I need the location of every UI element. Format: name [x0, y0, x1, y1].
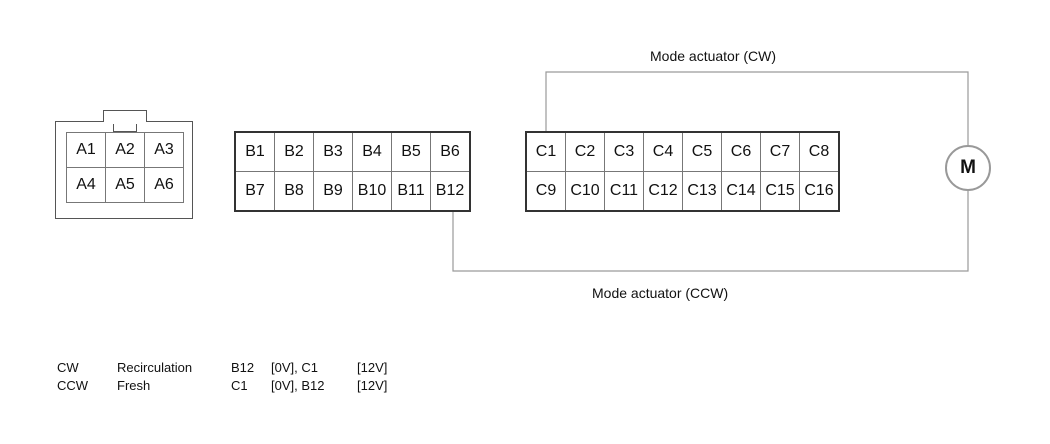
legend-mode: Recirculation: [117, 360, 193, 375]
ccw-wire: [452, 191, 969, 272]
connector-c: C1 C2 C3 C4 C5 C6 C7 C8 C9 C10 C11 C12 C…: [525, 131, 840, 212]
pin-c5: C5: [682, 131, 722, 172]
pin-c7: C7: [760, 131, 800, 172]
legend-voltage-2: [12V]: [357, 378, 388, 393]
pin-b11: B11: [391, 171, 431, 212]
pin-a6: A6: [144, 167, 184, 203]
pin-b6: B6: [430, 131, 471, 172]
pin-b3: B3: [313, 131, 353, 172]
legend-pin: C1: [231, 378, 248, 393]
pin-c9: C9: [525, 171, 566, 212]
pin-c6: C6: [721, 131, 761, 172]
pin-c8: C8: [799, 131, 840, 172]
legend-voltage-1: [0V], C1: [271, 360, 318, 375]
legend-voltage-2: [12V]: [357, 360, 388, 375]
pin-b4: B4: [352, 131, 392, 172]
connector-a-latch: [103, 110, 147, 122]
cw-label: Mode actuator (CW): [650, 48, 777, 64]
legend-direction: CCW: [57, 378, 89, 393]
pin-b10: B10: [352, 171, 392, 212]
pin-b8: B8: [274, 171, 314, 212]
pin-c11: C11: [604, 171, 644, 212]
pin-b12: B12: [430, 171, 471, 212]
pin-c15: C15: [760, 171, 800, 212]
connector-a-pins: A1 A2 A3 A4 A5 A6: [66, 132, 184, 203]
pin-c1: C1: [525, 131, 566, 172]
pin-c16: C16: [799, 171, 840, 212]
pin-c3: C3: [604, 131, 644, 172]
pin-c4: C4: [643, 131, 683, 172]
pin-c10: C10: [565, 171, 605, 212]
pin-b1: B1: [234, 131, 275, 172]
motor-symbol: M: [945, 145, 991, 191]
pin-a5: A5: [105, 167, 145, 203]
connector-a: A1 A2 A3 A4 A5 A6: [55, 110, 193, 219]
pin-b5: B5: [391, 131, 431, 172]
cw-wire: [545, 71, 969, 145]
pin-c2: C2: [565, 131, 605, 172]
pin-c14: C14: [721, 171, 761, 212]
connector-b: B1 B2 B3 B4 B5 B6 B7 B8 B9 B10 B11 B12: [234, 131, 471, 212]
legend-mode: Fresh: [117, 378, 151, 393]
connector-a-key: [113, 124, 137, 132]
ccw-label: Mode actuator (CCW): [592, 285, 729, 301]
pin-b7: B7: [234, 171, 275, 212]
legend-pin: B12: [231, 360, 255, 375]
pin-b2: B2: [274, 131, 314, 172]
legend-direction: CW: [57, 360, 79, 375]
pin-a1: A1: [66, 132, 106, 168]
pin-c13: C13: [682, 171, 722, 212]
pin-b9: B9: [313, 171, 353, 212]
pin-c12: C12: [643, 171, 683, 212]
legend-voltage-1: [0V], B12: [271, 378, 325, 393]
pin-a4: A4: [66, 167, 106, 203]
pin-a2: A2: [105, 132, 145, 168]
pin-a3: A3: [144, 132, 184, 168]
